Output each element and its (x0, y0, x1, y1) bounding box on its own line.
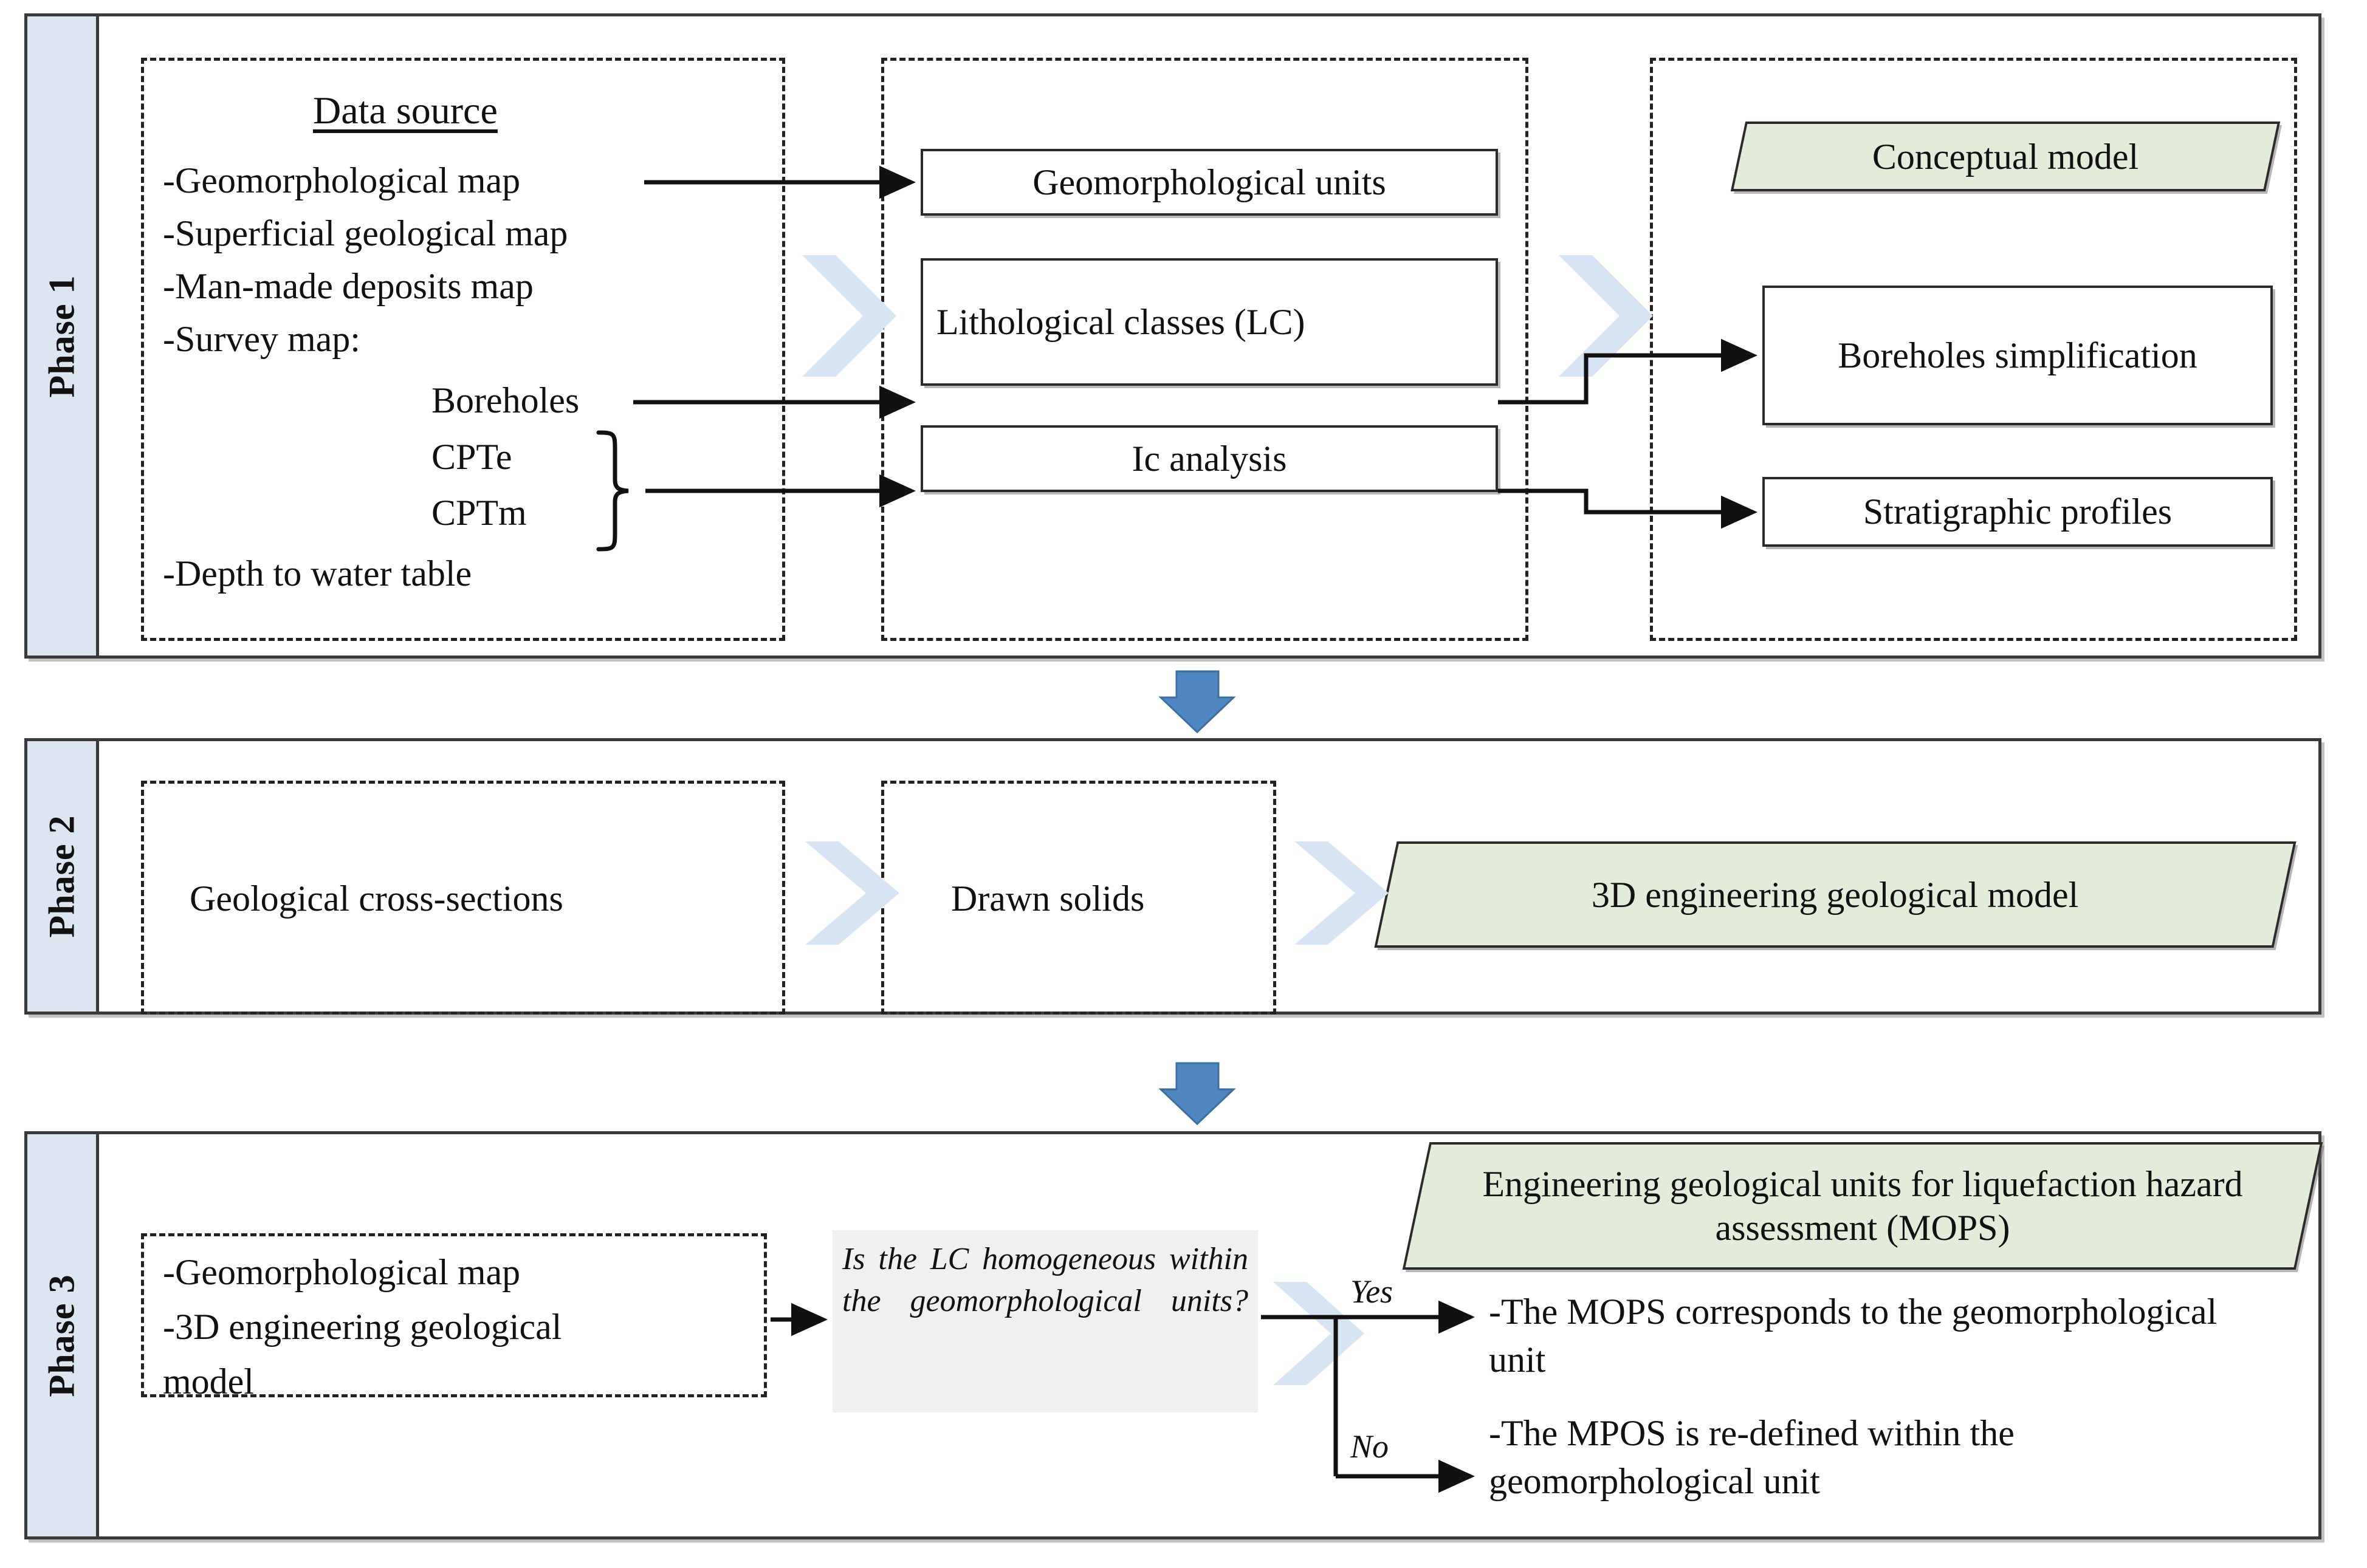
phase2-cross-sections-group (141, 781, 785, 1015)
conceptual-model-label: Conceptual model (1872, 136, 2139, 177)
phase3-question-text: Is the LC homogeneous within the geomorp… (842, 1242, 1248, 1318)
survey-item-cptm: CPTm (431, 493, 527, 533)
box-boreholes-simplification-label: Boreholes simplification (1838, 335, 2197, 375)
data-source-item-1: -Superficial geological map (163, 213, 568, 253)
phase3-result-label: Engineering geological units for liquefa… (1482, 1164, 2243, 1248)
box-lithological-classes-label: Lithological classes (LC) (936, 301, 1305, 342)
phase3-result-shape[interactable]: Engineering geological units for liquefa… (1402, 1142, 2323, 1270)
data-source-item-water-table: -Depth to water table (163, 553, 472, 594)
phase3-question-box[interactable]: Is the LC homogeneous within the geomorp… (833, 1230, 1258, 1412)
phase3-input-2: model (163, 1361, 254, 1402)
data-source-heading: Data source (313, 89, 498, 132)
box-lithological-classes[interactable]: Lithological classes (LC) (921, 258, 1498, 386)
phase3-inputs-group (141, 1233, 767, 1397)
box-ic-analysis-label: Ic analysis (1132, 438, 1287, 479)
phase-2-label: Phase 2 (27, 741, 99, 1012)
blue-down-arrow-icon-2 (1158, 1062, 1236, 1126)
phase3-input-1: -3D engineering geological (163, 1307, 562, 1347)
phase-3-label-text: Phase 3 (41, 1274, 81, 1397)
box-stratigraphic-profiles-label: Stratigraphic profiles (1863, 491, 2173, 532)
branch-text-yes: -The MOPS corresponds to the geomorpholo… (1489, 1292, 2218, 1380)
phase2-step-cross-sections: Geological cross-sections (190, 878, 563, 919)
data-source-item-2: -Man-made deposits map (163, 266, 534, 306)
box-ic-analysis[interactable]: Ic analysis (921, 425, 1498, 492)
branch-label-no: No (1350, 1428, 1389, 1465)
data-source-item-3: -Survey map: (163, 319, 360, 359)
phase-1-label: Phase 1 (27, 16, 99, 656)
blue-down-arrow-icon-1 (1158, 670, 1236, 734)
phase-1-label-text: Phase 1 (41, 275, 81, 397)
phase-2-label-text: Phase 2 (41, 815, 81, 938)
phase2-step-drawn-solids: Drawn solids (951, 878, 1145, 919)
phase3-input-0: -Geomorphological map (163, 1252, 521, 1292)
branch-label-yes: Yes (1350, 1273, 1393, 1310)
branch-text-no: -The MPOS is re-defined within the geomo… (1489, 1413, 2015, 1502)
box-stratigraphic-profiles[interactable]: Stratigraphic profiles (1762, 477, 2273, 547)
conceptual-model-shape[interactable]: Conceptual model (1730, 122, 2281, 191)
phase-2-frame: Phase 2 (24, 738, 2321, 1015)
phase-3-label: Phase 3 (27, 1134, 99, 1536)
phase1-data-source-group (141, 58, 785, 641)
box-geomorphological-units[interactable]: Geomorphological units (921, 149, 1498, 216)
phase2-result-label: 3D engineering geological model (1592, 874, 2079, 915)
survey-item-boreholes: Boreholes (431, 380, 580, 420)
data-source-item-0: -Geomorphological map (163, 160, 521, 200)
box-boreholes-simplification[interactable]: Boreholes simplification (1762, 286, 2273, 425)
survey-item-cpte: CPTe (431, 437, 512, 477)
box-geomorphological-units-label: Geomorphological units (1032, 162, 1386, 202)
phase2-result-shape[interactable]: 3D engineering geological model (1374, 841, 2297, 948)
